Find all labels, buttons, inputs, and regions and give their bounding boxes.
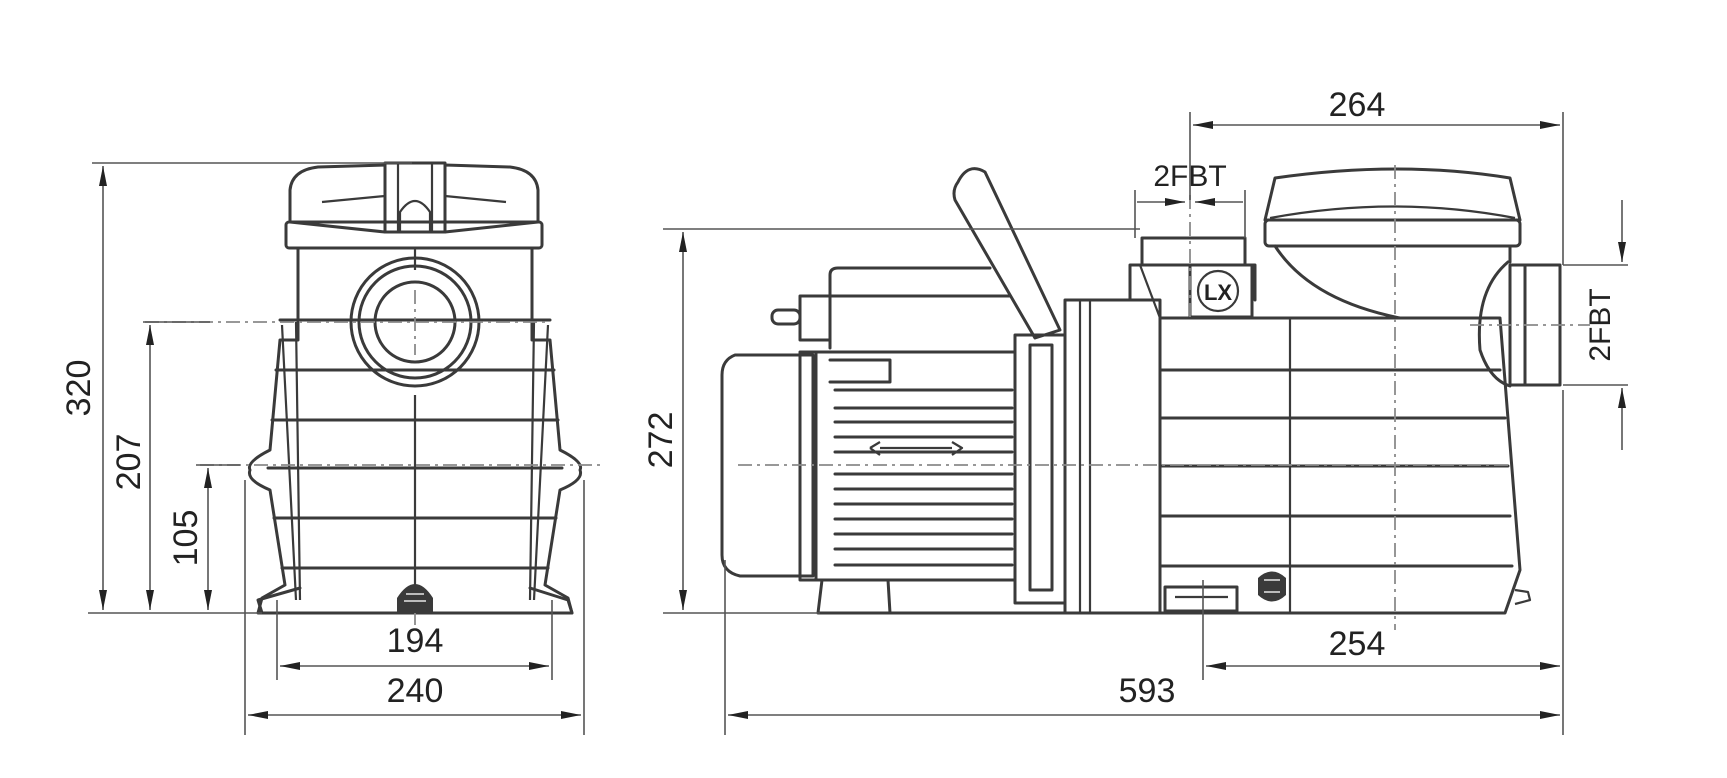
dimension-320: 320 [60, 162, 412, 614]
capacitor-box [770, 266, 1012, 350]
dim-label-264: 264 [1329, 86, 1386, 124]
dimension-207: 207 [110, 321, 210, 610]
guard-cage [266, 248, 564, 601]
dim-label-2fbt-top: 2FBT [1153, 160, 1226, 193]
dim-label-207: 207 [110, 434, 148, 491]
base-feet [256, 586, 574, 615]
motor-end-cap [720, 353, 815, 578]
carry-handle [952, 167, 1062, 340]
strainer-lid [288, 163, 387, 234]
side-view: LX [642, 86, 1628, 735]
dim-label-194: 194 [387, 622, 444, 660]
dim-label-593: 593 [1119, 672, 1176, 710]
dimension-194: 194 [276, 600, 553, 680]
side-suction-port [1477, 260, 1562, 388]
dim-label-320: 320 [60, 360, 98, 417]
dimension-254: 254 [1202, 390, 1564, 735]
front-view: 320 207 105 194 240 [60, 161, 600, 735]
dimension-593: 593 [724, 560, 1560, 735]
motor-flange [1013, 333, 1067, 605]
dim-label-254: 254 [1329, 625, 1386, 663]
dimension-2fbt-side: 2FBT [1563, 200, 1628, 450]
dim-label-272: 272 [642, 412, 680, 469]
pump-housing [1063, 298, 1522, 615]
dimension-2fbt-top: 2FBT [1134, 160, 1246, 238]
dimension-272: 272 [642, 228, 1140, 614]
motor-body [814, 350, 1017, 582]
dim-label-2fbt-side: 2FBT [1584, 288, 1617, 361]
base-details [888, 571, 1532, 615]
strainer-lid-side [1263, 167, 1522, 320]
dimension-240: 240 [244, 480, 585, 735]
dim-label-105: 105 [167, 510, 205, 567]
dim-label-240: 240 [387, 672, 444, 710]
lx-logo: LX [1204, 280, 1232, 305]
motor-foot [816, 578, 892, 615]
top-discharge-port: LX [1128, 236, 1257, 319]
dimension-264: 264 [1189, 86, 1564, 265]
drain-plug [397, 584, 433, 613]
dimension-105: 105 [167, 464, 240, 610]
